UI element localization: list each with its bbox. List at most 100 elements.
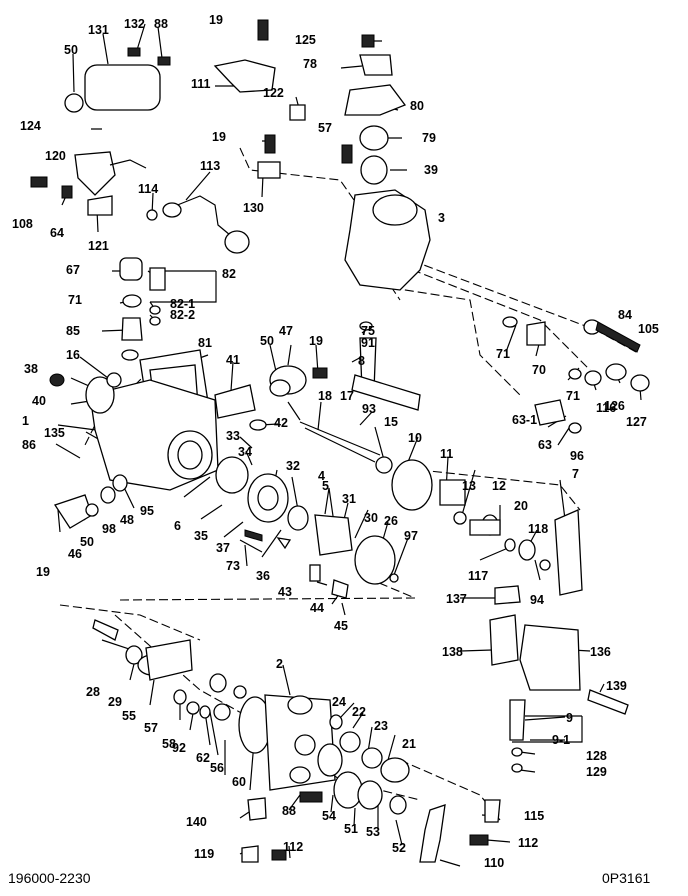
part-number-label: 41 (226, 353, 240, 367)
part-number-label: 48 (120, 513, 134, 527)
part-number-label: 17 (340, 389, 354, 403)
part-number-label: 75 (361, 324, 375, 338)
part-drawings (30, 19, 650, 863)
part-number-label: 19 (36, 565, 50, 579)
part-number-label: 51 (344, 822, 358, 836)
part-number-label: 128 (586, 749, 607, 763)
part-number-label: 132 (124, 17, 145, 31)
part-number-label: 21 (402, 737, 416, 751)
part-number-label: 55 (122, 709, 136, 723)
document-id: 196000-2230 (8, 870, 91, 886)
part-number-label: 129 (586, 765, 607, 779)
part-number-label: 73 (226, 559, 240, 573)
part-number-label: 110 (484, 856, 504, 870)
part-number-label: 139 (606, 679, 627, 693)
part-number-label: 130 (243, 201, 264, 215)
part-number-label: 57 (318, 121, 332, 135)
part-number-label: 91 (361, 336, 375, 350)
part-number-label: 112 (283, 840, 303, 854)
part-number-label: 82 (222, 267, 236, 281)
part-number-label: 35 (194, 529, 208, 543)
part-number-label: 126 (604, 399, 625, 413)
part-number-label: 96 (570, 449, 584, 463)
part-number-label: 111 (191, 77, 211, 91)
part-number-label: 88 (282, 804, 296, 818)
part-number-label: 57 (144, 721, 158, 735)
part-number-label: 12 (492, 479, 506, 493)
part-number-label: 18 (318, 389, 332, 403)
part-number-label: 135 (44, 426, 65, 440)
part-number-label: 114 (138, 182, 158, 196)
part-number-label: 93 (362, 402, 376, 416)
part-number-label: 26 (384, 514, 398, 528)
part-number-label: 8 (358, 354, 365, 368)
part-number-label: 5 (322, 479, 329, 493)
part-number-label: 44 (310, 601, 324, 615)
part-number-label: 56 (210, 761, 224, 775)
part-number-label: 119 (194, 847, 214, 861)
part-number-label: 19 (209, 13, 223, 27)
part-number-label: 39 (424, 163, 438, 177)
part-number-label: 80 (410, 99, 424, 113)
part-number-label: 94 (530, 593, 544, 607)
part-number-label: 24 (332, 695, 346, 709)
part-number-label: 95 (140, 504, 154, 518)
part-number-label: 97 (404, 529, 418, 543)
part-number-label: 98 (102, 522, 116, 536)
part-number-label: 32 (286, 459, 300, 473)
part-number-label: 115 (524, 809, 544, 823)
part-number-label: 113 (200, 159, 220, 173)
part-number-label: 63 (538, 438, 552, 452)
part-number-label: 9 (566, 711, 573, 725)
part-number-label: 70 (532, 363, 546, 377)
part-number-label: 50 (260, 334, 274, 348)
part-number-label: 78 (303, 57, 317, 71)
part-number-label: 82-2 (170, 308, 195, 322)
part-number-label: 13 (462, 479, 476, 493)
part-number-label: 118 (528, 522, 548, 536)
part-number-label: 4 (318, 469, 325, 483)
part-number-label: 63-1 (512, 413, 537, 427)
part-number-label: 38 (24, 362, 38, 376)
part-number-label: 3 (438, 211, 445, 225)
part-number-label: 37 (216, 541, 230, 555)
part-number-label: 29 (108, 695, 122, 709)
part-number-label: 15 (384, 415, 398, 429)
part-number-label: 22 (352, 705, 366, 719)
part-number-label: 125 (295, 33, 316, 47)
part-number-label: 131 (88, 23, 109, 37)
drawing-code: 0P3161 (602, 870, 650, 886)
part-number-label: 28 (86, 685, 100, 699)
part-number-label: 53 (366, 825, 380, 839)
part-number-label: 121 (88, 239, 109, 253)
part-number-label: 140 (186, 815, 207, 829)
part-number-label: 81 (198, 336, 212, 350)
part-number-label: 46 (68, 547, 82, 561)
part-number-label: 71 (496, 347, 510, 361)
part-number-label: 42 (274, 416, 288, 430)
part-number-label: 120 (45, 149, 66, 163)
part-number-label: 58 (162, 737, 176, 751)
part-number-label: 85 (66, 324, 80, 338)
part-number-label: 11 (440, 447, 453, 461)
part-number-label: 62 (196, 751, 210, 765)
part-number-label: 34 (238, 445, 252, 459)
part-number-label: 138 (442, 645, 463, 659)
part-number-label: 7 (572, 467, 579, 481)
part-number-label: 122 (263, 86, 284, 100)
part-number-label: 54 (322, 809, 336, 823)
part-number-label: 52 (392, 841, 406, 855)
part-number-label: 105 (638, 322, 659, 336)
part-number-label: 136 (590, 645, 611, 659)
part-number-label: 88 (154, 17, 168, 31)
part-number-label: 1 (22, 414, 29, 428)
part-number-label: 20 (514, 499, 528, 513)
part-number-label: 71 (68, 293, 82, 307)
part-number-label: 10 (408, 431, 422, 445)
part-number-label: 19 (309, 334, 323, 348)
part-number-label: 86 (22, 438, 36, 452)
part-number-label: 127 (626, 415, 647, 429)
